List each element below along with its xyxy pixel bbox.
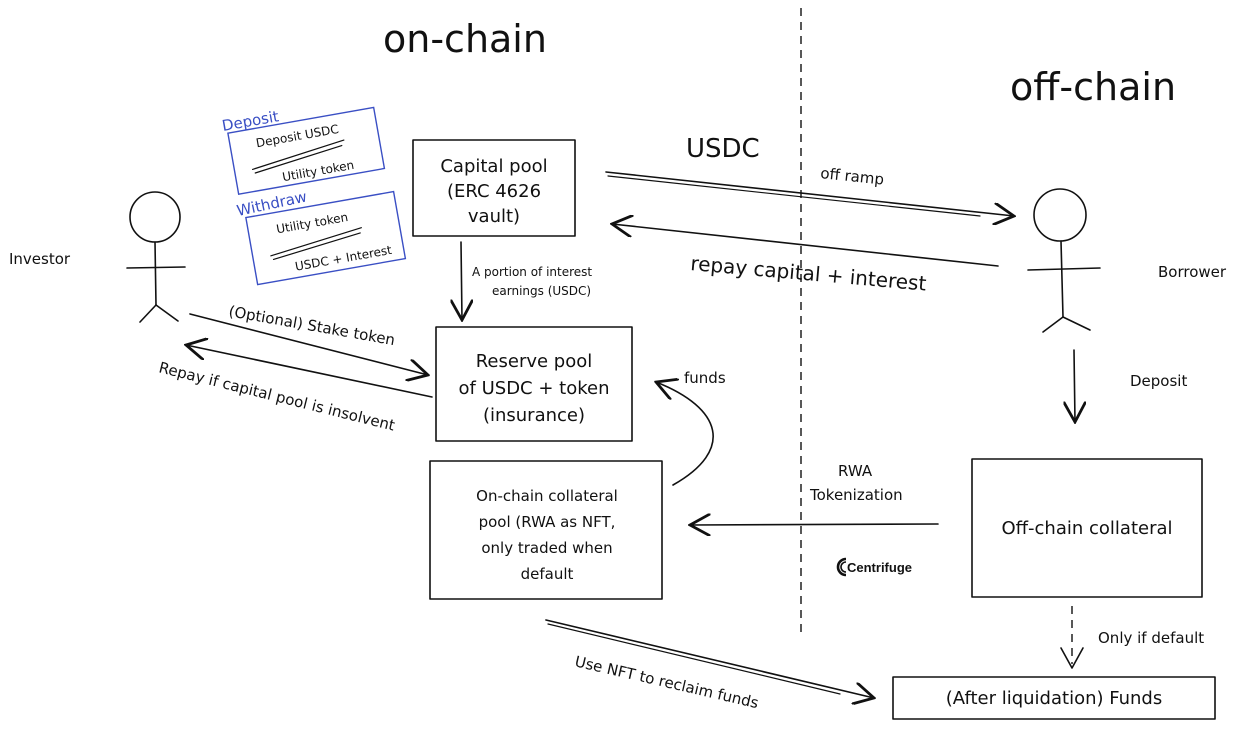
offchain-collateral-label: Off-chain collateral — [1001, 518, 1172, 539]
rwa-tokenization-arrow — [690, 524, 939, 525]
inset-deposit-title: Deposit — [221, 107, 281, 135]
borrower-label: Borrower — [1158, 263, 1227, 281]
offchain-collateral-box — [971, 458, 1203, 598]
inset-withdraw-in: Utility token — [275, 210, 349, 236]
centrifuge-logo: Centrifuge — [836, 557, 912, 577]
centrifuge-logo-text: Centrifuge — [847, 560, 912, 575]
funds-box — [892, 676, 1216, 720]
funds-curve-arrow — [656, 382, 714, 486]
onchain-collateral-line-2: pool (RWA as NFT, — [479, 513, 616, 531]
on-chain-heading: on-chain — [383, 17, 547, 61]
centrifuge-logo-icon — [836, 557, 847, 577]
rwa-label-line-2: Tokenization — [809, 486, 903, 504]
funds-box-label: (After liquidation) Funds — [946, 688, 1162, 709]
rwa-label-line-1: RWA — [838, 462, 873, 480]
only-if-default-arrowhead — [1060, 647, 1084, 669]
inset-deposit-box — [227, 106, 386, 196]
onchain-collateral-line-1: On-chain collateral — [476, 487, 618, 505]
interest-portion-line-1: A portion of interest — [472, 265, 592, 279]
usdc-label: USDC — [686, 134, 760, 164]
onchain-collateral-line-4: default — [521, 565, 574, 583]
usdc-arrow — [605, 171, 1014, 216]
repay-insolvent-label: Repay if capital pool is insolvent — [157, 358, 397, 434]
stake-arrow — [189, 313, 428, 375]
borrower-figure — [1027, 188, 1101, 333]
investor-figure — [126, 191, 186, 323]
use-nft-arrow — [545, 619, 874, 698]
interest-portion-line-2: earnings (USDC) — [492, 284, 591, 298]
inset-withdraw-box — [245, 190, 407, 286]
deposit-arrow — [1074, 349, 1075, 422]
reserve-pool-line-2: of USDC + token — [459, 378, 610, 399]
repay-label: repay capital + interest — [690, 251, 928, 296]
reserve-pool-box — [435, 326, 633, 442]
onchain-collateral-line-3: only traded when — [481, 539, 612, 557]
only-if-default-label: Only if default — [1098, 629, 1204, 647]
funds-label: funds — [684, 369, 726, 387]
off-ramp-label: off ramp — [820, 164, 885, 189]
repay-arrow — [612, 224, 999, 267]
use-nft-label: Use NFT to reclaim funds — [573, 652, 760, 712]
capital-pool-line-1: Capital pool — [440, 156, 547, 177]
capital-pool-box — [412, 139, 576, 237]
reserve-pool-line-3: (insurance) — [483, 405, 585, 426]
stake-label: (Optional) Stake token — [227, 302, 396, 349]
off-chain-heading: off-chain — [1010, 65, 1176, 109]
reserve-pool-line-1: Reserve pool — [476, 351, 593, 372]
deposit-label: Deposit — [1130, 372, 1187, 390]
capital-pool-line-3: vault) — [468, 206, 520, 227]
repay-insolvent-arrow — [186, 345, 433, 398]
onchain-collateral-box — [429, 460, 663, 600]
investor-label: Investor — [9, 250, 71, 268]
capital-pool-line-2: (ERC 4626 — [447, 181, 541, 202]
interest-portion-arrow — [461, 241, 462, 320]
inset-deposit-withdraw: Deposit Deposit USDC Utility token Withd… — [221, 106, 407, 286]
